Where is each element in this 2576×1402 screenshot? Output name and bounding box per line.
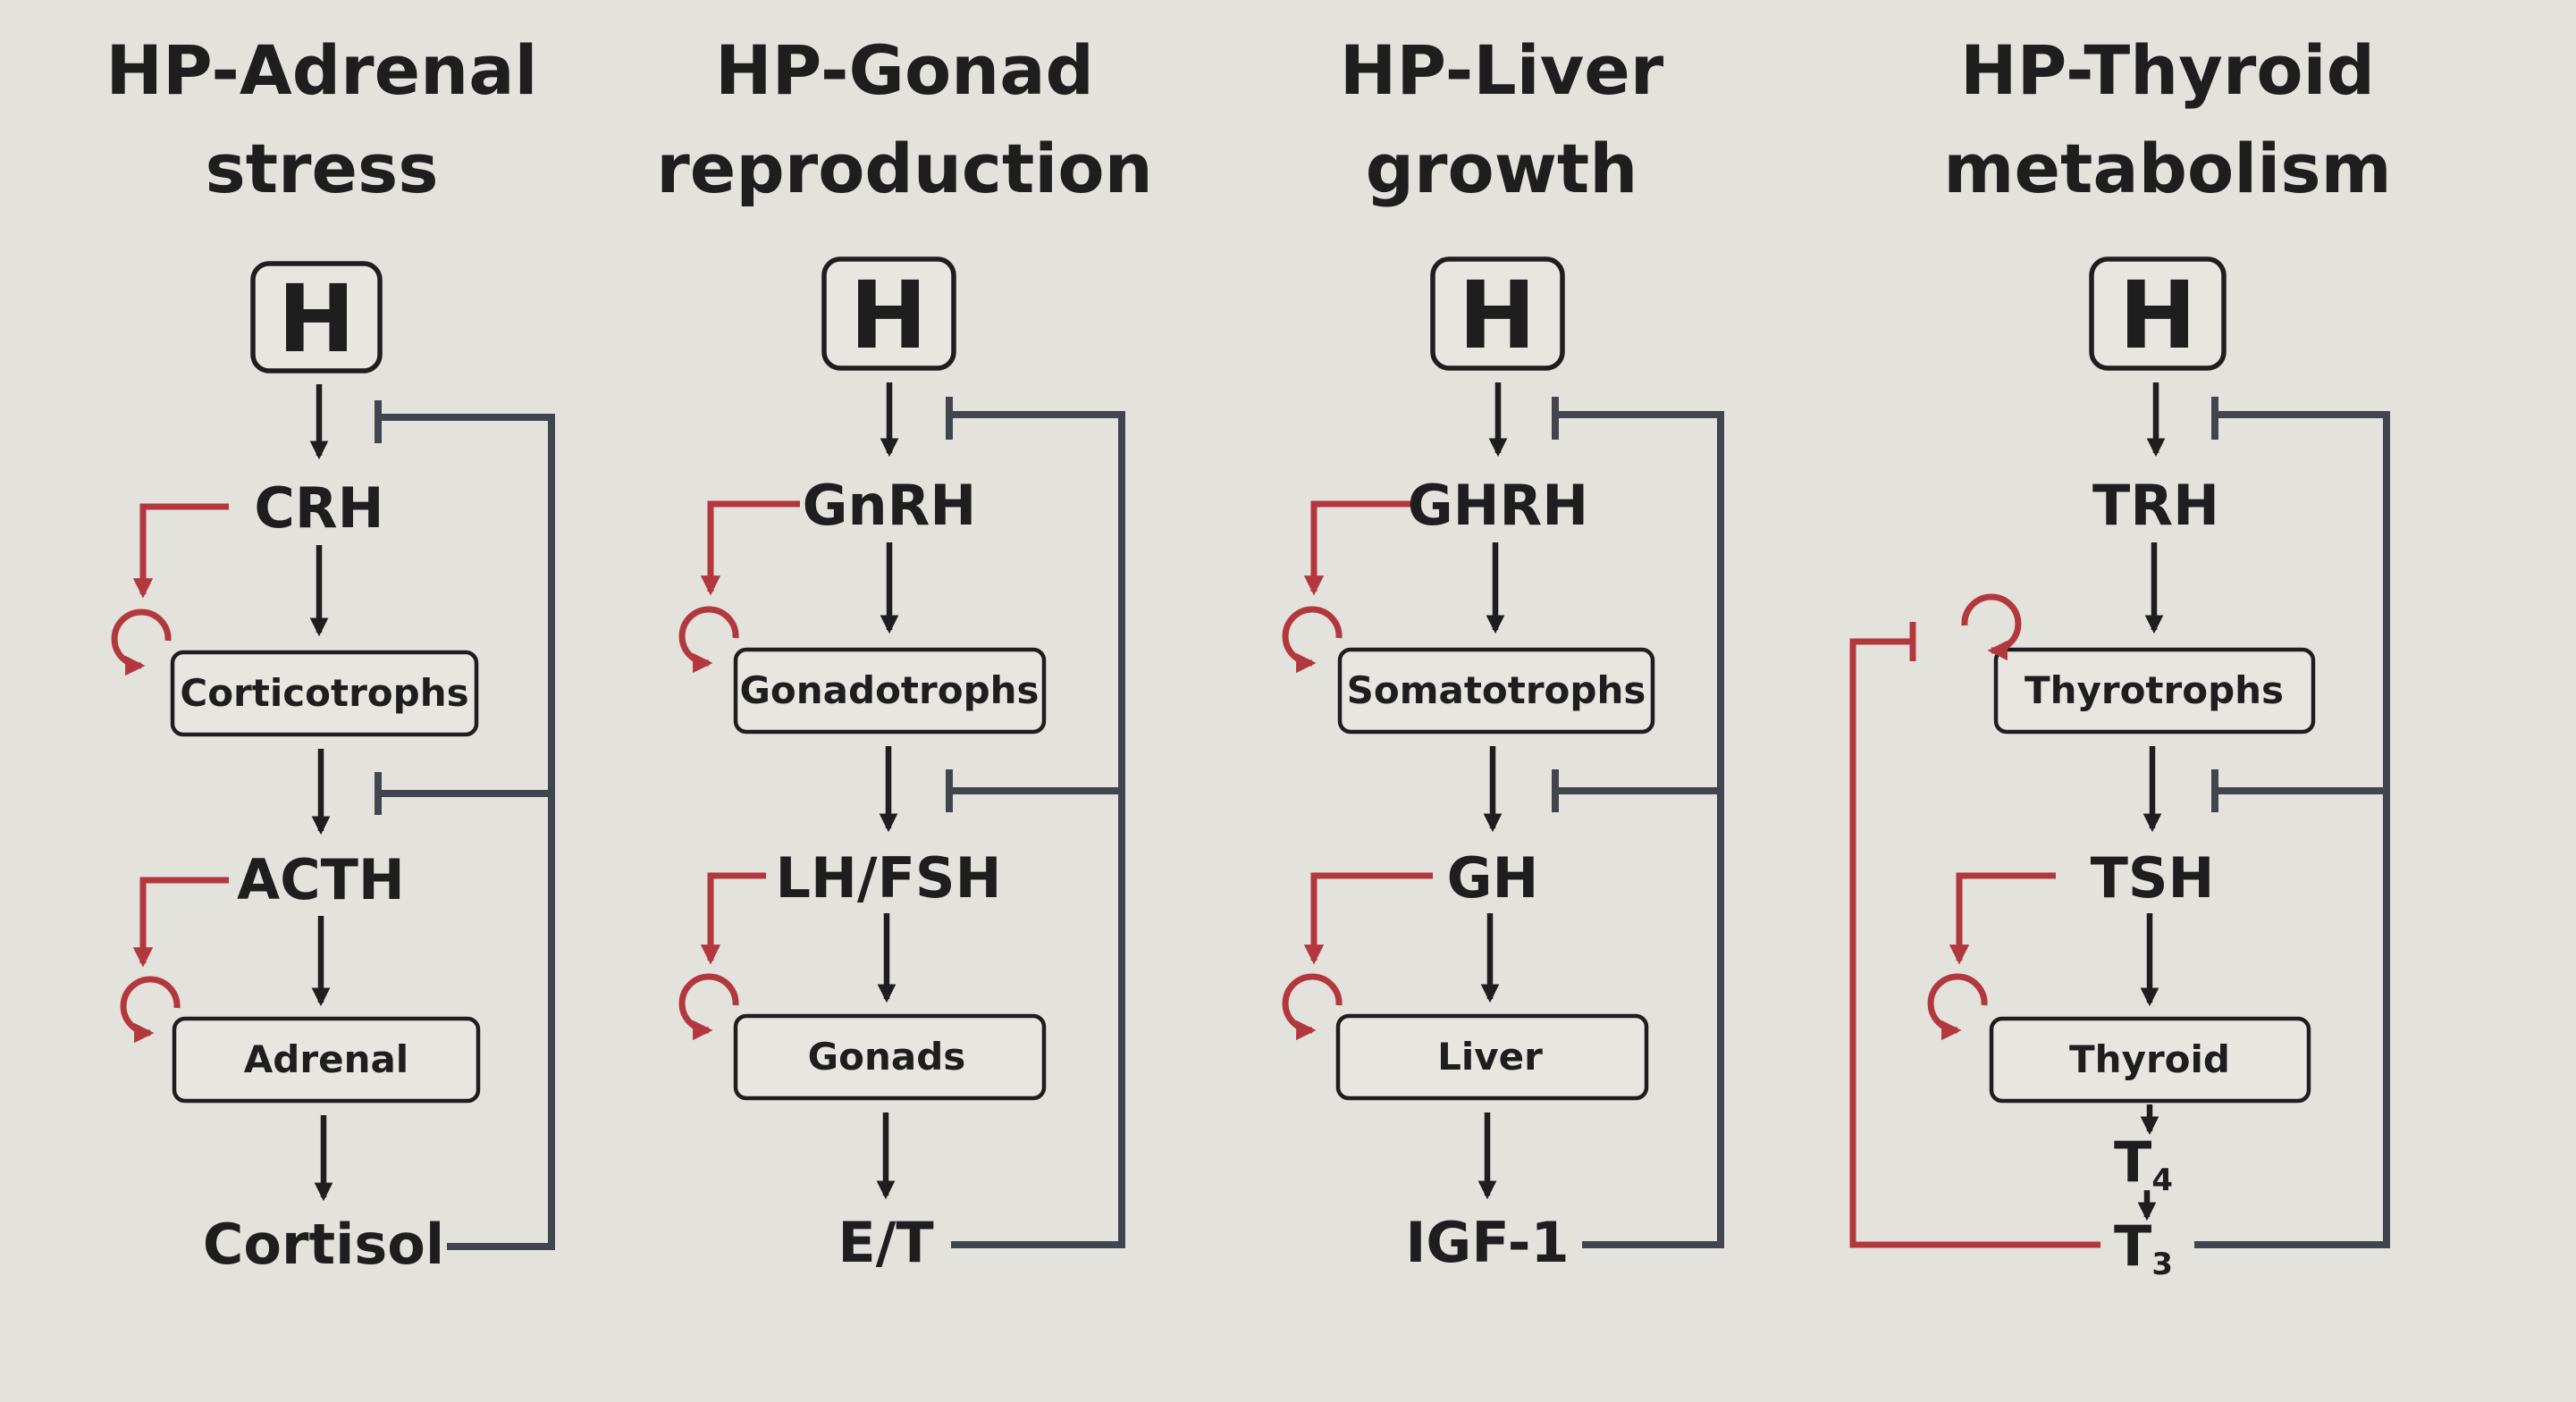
self-stimulation-loop <box>678 973 739 1041</box>
positive-loop-line <box>700 500 800 596</box>
releasing-hormone: CRH <box>254 475 383 541</box>
tropic-hormone: ACTH <box>237 847 405 912</box>
self-stimulation-loop <box>111 609 172 676</box>
hypothalamus-box <box>1430 256 1565 371</box>
positive-loop-line <box>132 503 229 599</box>
negative-feedback-line <box>2194 411 2390 1248</box>
hypothalamus-label: H <box>277 264 355 374</box>
output-hormone: T3 <box>2114 1213 2173 1282</box>
target-gland-box <box>733 1013 1047 1101</box>
hypothalamus-label: H <box>2118 261 2196 370</box>
self-stimulation-loop <box>120 976 181 1044</box>
target-gland-box <box>1989 1016 2311 1104</box>
axis-panel-thyroid: HP-Thyroid metabolism H TRH Thyrotrophs … <box>1849 30 2392 1282</box>
pituitary-cell-label: Gonadotrophs <box>739 668 1039 712</box>
pituitary-cell-label: Corticotrophs <box>180 671 468 715</box>
positive-loop-line <box>700 872 766 965</box>
hypothalamus-box <box>250 261 383 374</box>
tropic-hormone: TSH <box>2091 845 2215 911</box>
hypothalamus-label: H <box>849 261 927 370</box>
axis-panel-adrenal: HP-Adrenal stress H CRH Corticotrophs AC… <box>105 30 555 1277</box>
positive-loop-line <box>1303 872 1433 965</box>
tropic-hormone: LH/FSH <box>776 845 1002 911</box>
pituitary-cell-label: Thyrotrophs <box>2025 668 2284 712</box>
releasing-hormone: TRH <box>2092 473 2219 538</box>
hypothalamus-label: H <box>1458 261 1536 370</box>
target-gland-box <box>1335 1013 1649 1101</box>
negative-feedback-line <box>378 414 555 1250</box>
self-stimulation-loop <box>1927 973 1988 1041</box>
negative-feedback-line <box>1555 411 1724 1248</box>
self-stimulation-loop <box>1282 606 1343 674</box>
target-gland-label: Thyroid <box>2069 1037 2230 1081</box>
releasing-hormone: GnRH <box>803 473 977 538</box>
self-stimulation-loop <box>678 606 739 674</box>
negative-feedback-line <box>949 411 1125 1248</box>
pituitary-cell-box <box>170 650 479 737</box>
axis-title-line1: HP-Thyroid <box>1960 30 2375 110</box>
self-stimulation-loop <box>1961 593 2022 661</box>
axis-title-line1: HP-Adrenal <box>105 30 537 110</box>
output-hormone: E/T <box>838 1210 933 1275</box>
axis-title-line2: metabolism <box>1943 129 2392 208</box>
axis-panel-liver: HP-Liver growth H GHRH Somatotrophs GH L… <box>1282 30 1724 1275</box>
target-gland-label: Liver <box>1437 1035 1543 1079</box>
pituitary-cell-box <box>733 647 1047 735</box>
hypothalamus-box <box>821 256 956 371</box>
axis-title-line2: growth <box>1366 129 1638 208</box>
releasing-hormone: GHRH <box>1408 473 1588 538</box>
output-hormone: IGF-1 <box>1405 1210 1569 1275</box>
axis-panel-gonad: HP-Gonad reproduction H GnRH Gonadotroph… <box>656 30 1152 1275</box>
tropic-hormone: GH <box>1447 845 1539 911</box>
intermediate-hormone: T4 <box>2114 1129 2173 1198</box>
axis-title-line2: stress <box>205 129 438 208</box>
axis-title-line1: HP-Gonad <box>715 30 1094 110</box>
hypothalamus-box <box>2089 256 2227 371</box>
output-hormone: Cortisol <box>203 1212 444 1277</box>
pituitary-cell-label: Somatotrophs <box>1347 668 1646 712</box>
target-gland-box <box>172 1016 481 1104</box>
positive-loop-line <box>1303 500 1410 596</box>
target-gland-label: Gonads <box>808 1035 966 1079</box>
positive-loop-line <box>132 877 229 968</box>
pituitary-cell-box <box>1993 647 2316 735</box>
thyroid-red-feedback-line <box>1849 638 2100 1248</box>
target-gland-label: Adrenal <box>244 1037 408 1081</box>
axis-title-line1: HP-Liver <box>1340 30 1664 110</box>
positive-loop-line <box>1949 872 2056 965</box>
self-stimulation-loop <box>1282 973 1343 1041</box>
pituitary-cell-box <box>1337 647 1655 735</box>
axis-title-line2: reproduction <box>656 129 1152 208</box>
